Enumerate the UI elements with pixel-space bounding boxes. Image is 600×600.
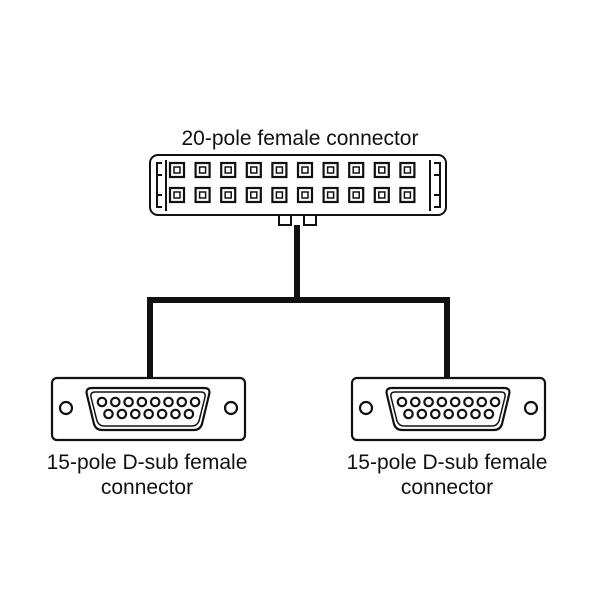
mounting-hole [223,400,239,416]
pin-socket [409,396,421,408]
pin-socket [423,396,434,408]
pin-socket [220,186,237,204]
mounting-hole [358,400,374,416]
pin-socket [271,186,288,204]
pin-socket [348,161,365,179]
pin-socket [322,161,339,179]
top-connector-label: 20-pole female connector [182,127,419,150]
pin-socket [443,408,454,420]
pin-socket [168,186,186,204]
pin-socket [456,408,468,420]
pin-socket [189,396,201,408]
pin-socket [110,396,121,408]
pin-socket [296,186,314,204]
pin-socket [123,396,134,408]
pin-socket [296,161,314,179]
pin-socket [476,396,488,408]
right-15-pole-dsub-connector [350,376,547,442]
top-20-pole-connector [149,154,447,226]
right-connector-label-line2: connector [401,476,493,499]
pin-socket [463,396,474,408]
pin-socket [489,396,501,408]
pin-socket [136,396,148,408]
pin-socket [483,408,495,420]
pin-socket [373,186,390,204]
pin-socket [436,396,448,408]
pin-socket [168,161,186,179]
pin-socket [271,161,288,179]
pin-socket [245,186,262,204]
pin-socket [470,408,481,420]
pin-socket [130,408,141,420]
y-cable-wires [147,225,450,378]
pin-socket [396,396,408,408]
mounting-hole [58,400,74,416]
pin-socket [176,396,188,408]
pin-socket [116,408,128,420]
pin-socket [399,161,416,179]
pin-socket [163,396,174,408]
pin-socket [170,408,181,420]
pin-socket [449,396,461,408]
pin-socket [96,396,108,408]
pin-socket [183,408,195,420]
pin-socket [416,408,428,420]
pin-socket [399,186,416,204]
pin-socket [348,186,365,204]
pin-socket [373,161,390,179]
pin-socket [149,396,161,408]
right-connector-label-line1: 15-pole D-sub female [347,451,548,474]
pin-socket [403,408,414,420]
pin-socket [245,161,262,179]
left-connector-label-line2: connector [101,476,193,499]
pin-socket [194,161,211,179]
pin-socket [322,186,339,204]
left-connector-label-line1: 15-pole D-sub female [47,451,248,474]
pin-socket [429,408,441,420]
mounting-hole [523,400,539,416]
left-15-pole-dsub-connector [50,376,247,442]
pin-socket [103,408,114,420]
pin-socket [194,186,211,204]
pin-socket [143,408,154,420]
pin-socket [156,408,168,420]
pin-socket [220,161,237,179]
